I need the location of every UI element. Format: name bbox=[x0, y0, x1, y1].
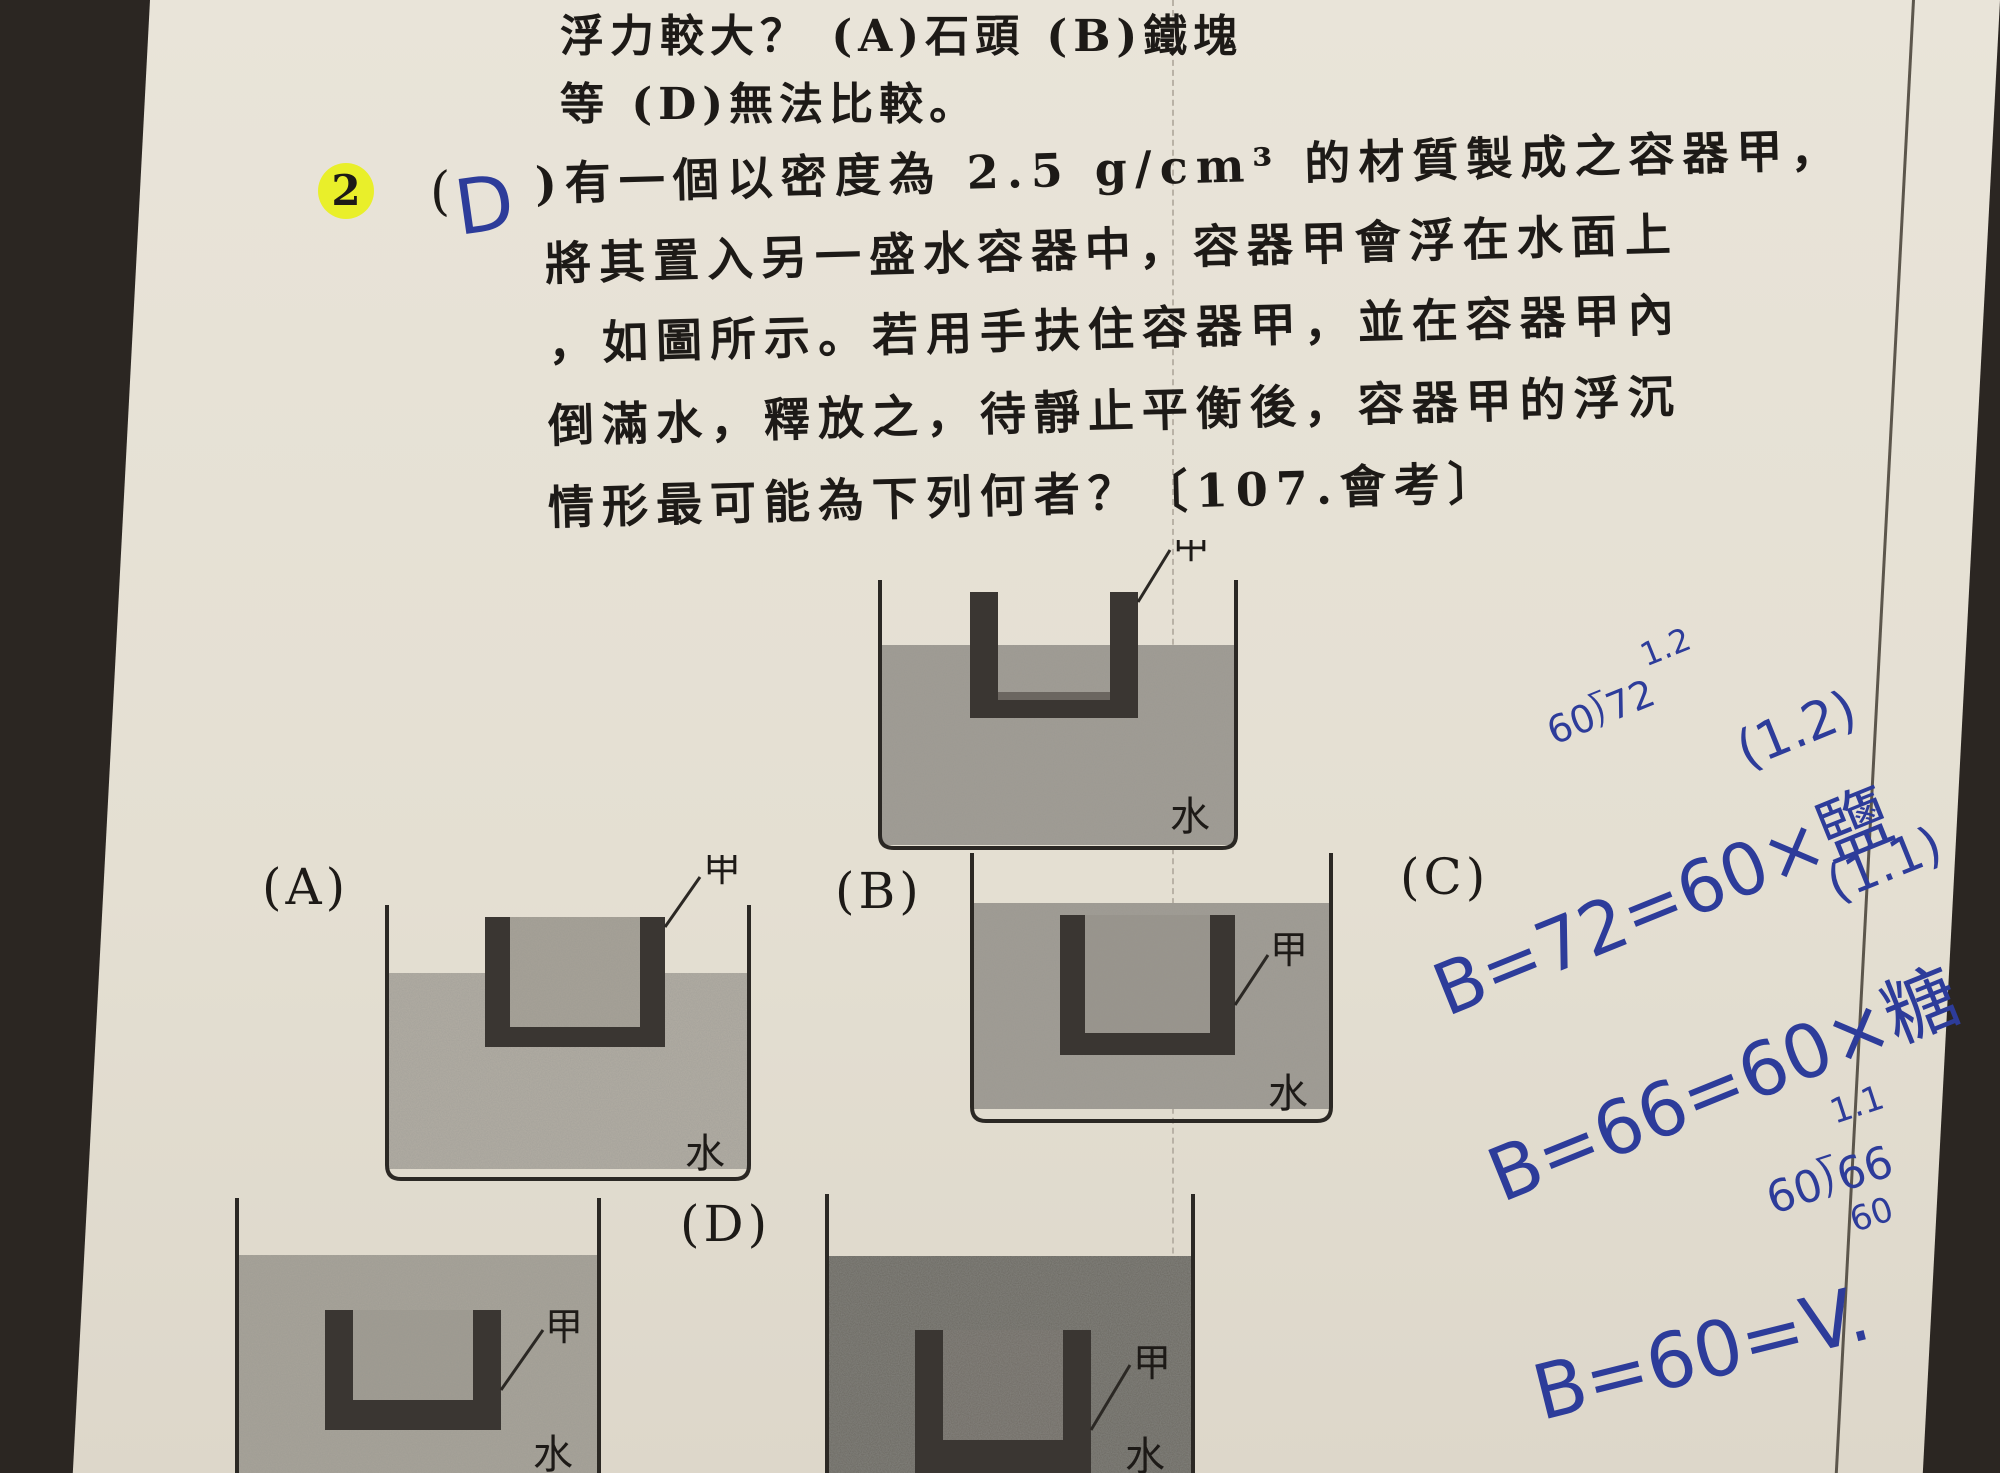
previous-question-line-2: 等 (D)無法比較。 bbox=[560, 79, 980, 130]
label-water: 水 bbox=[1125, 1434, 1165, 1473]
figure-a[interactable]: 甲 水 bbox=[375, 855, 775, 1195]
label-jia: 甲 bbox=[1270, 928, 1308, 972]
water-body bbox=[882, 645, 1235, 845]
label-leader-line bbox=[1136, 549, 1172, 603]
option-a-label[interactable]: (A) bbox=[262, 858, 350, 916]
question-number: 2 bbox=[318, 163, 374, 219]
beaker-outline bbox=[878, 580, 1238, 850]
label-leader-line bbox=[499, 1329, 545, 1391]
label-jia: 甲 bbox=[703, 855, 741, 890]
beaker-outline bbox=[825, 1194, 1195, 1473]
container-inside-water bbox=[943, 1330, 1063, 1440]
option-d-label[interactable]: (D) bbox=[680, 1195, 772, 1253]
previous-question-line-1: 浮力較大？ (A)石頭 (B)鐵塊 bbox=[560, 11, 1244, 62]
container-jia bbox=[1060, 915, 1235, 1055]
label-jia: 甲 bbox=[1133, 1341, 1171, 1385]
container-jia bbox=[915, 1330, 1091, 1473]
container-inside-water bbox=[353, 1310, 473, 1400]
option-c-label[interactable]: (C) bbox=[1400, 848, 1490, 906]
label-water: 水 bbox=[685, 1131, 725, 1177]
figure-d[interactable]: 甲 水 bbox=[815, 1190, 1205, 1473]
beaker-outline bbox=[385, 905, 751, 1181]
figure-c[interactable]: 甲 水 bbox=[225, 1190, 625, 1473]
figure-b[interactable]: 甲 水 bbox=[960, 845, 1345, 1135]
container-inner-band bbox=[998, 692, 1110, 700]
label-water: 水 bbox=[1170, 794, 1210, 840]
label-leader-line bbox=[663, 876, 702, 928]
beaker-outline bbox=[235, 1198, 601, 1473]
handwritten-answer: D bbox=[449, 156, 520, 253]
container-inside-water bbox=[1085, 915, 1210, 1033]
answer-paren-open: ( bbox=[430, 162, 451, 222]
label-jia: 甲 bbox=[545, 1305, 583, 1349]
option-b-label[interactable]: (B) bbox=[835, 862, 923, 920]
container-jia bbox=[485, 917, 665, 1047]
label-water: 水 bbox=[1268, 1071, 1308, 1117]
label-leader-line bbox=[1089, 1364, 1132, 1431]
beaker-outline bbox=[970, 853, 1333, 1123]
label-jia: 甲 bbox=[1172, 540, 1210, 567]
label-leader-line bbox=[1233, 954, 1270, 1006]
label-water: 水 bbox=[533, 1432, 573, 1473]
container-inside-water bbox=[510, 917, 640, 1027]
main-figure: 甲 水 bbox=[878, 540, 1238, 850]
